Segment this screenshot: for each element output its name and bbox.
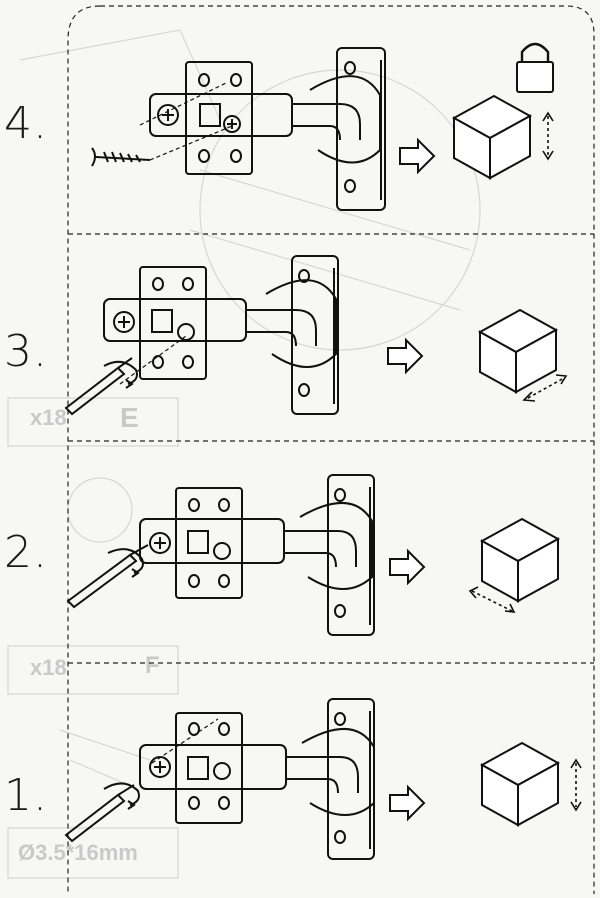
step-1-panel <box>0 663 600 894</box>
depth-adjust-arrow-icon <box>0 234 600 441</box>
step-3-panel <box>0 234 600 441</box>
vertical-adjust-arrow-icon <box>0 0 600 234</box>
vertical-adjust-arrow-icon <box>0 663 600 894</box>
step-2-panel <box>0 441 600 663</box>
side-adjust-arrow-icon <box>0 441 600 663</box>
step-4-panel <box>0 0 600 234</box>
